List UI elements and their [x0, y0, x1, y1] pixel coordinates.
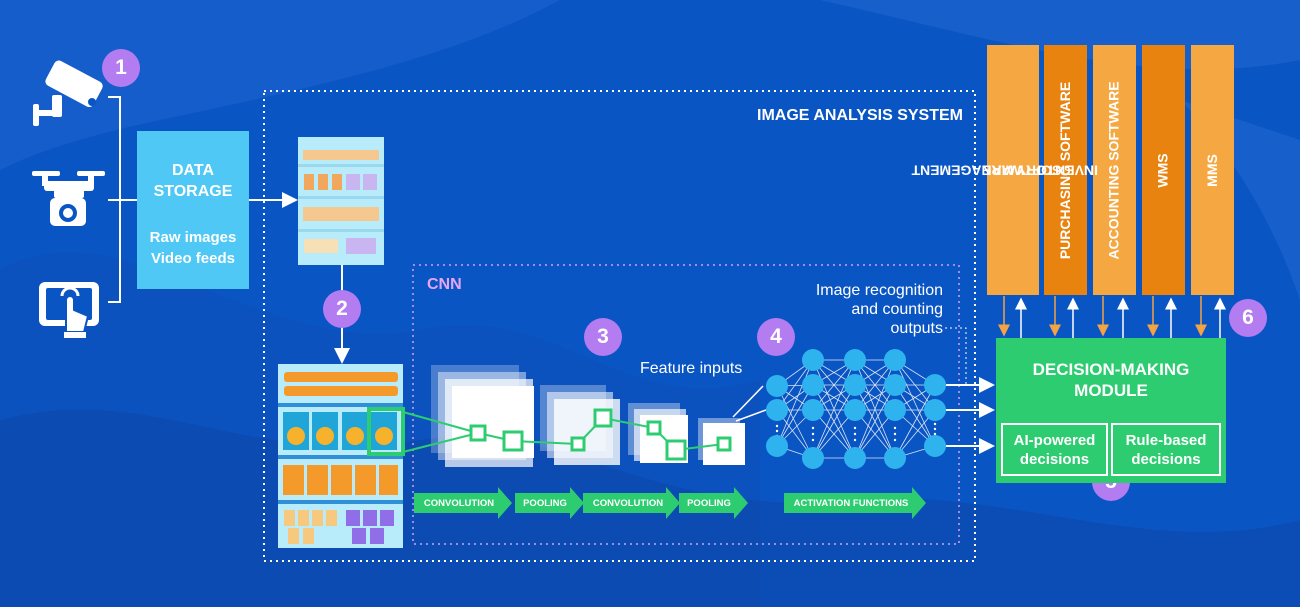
- software-columns: [987, 45, 1234, 295]
- sources-bracket: [108, 96, 137, 303]
- step-badge-4: 4: [757, 318, 795, 356]
- decision-module-title: DECISION-MAKING MODULE: [1032, 360, 1190, 400]
- stage-arrow-shapes: [414, 487, 926, 519]
- drone-icon: [32, 171, 105, 226]
- step-badge-2: 2: [323, 290, 361, 328]
- software-purchasing: PURCHASING SOFTWARE: [1057, 81, 1073, 259]
- stage-convolution-1: CONVOLUTION: [423, 497, 495, 509]
- shelf-large: [278, 364, 405, 548]
- software-mms: MMS: [1203, 153, 1220, 187]
- stage-pooling-2: POOLING: [687, 497, 731, 509]
- feature-input-lines: [732, 385, 767, 422]
- step-badge-3: 3: [584, 318, 622, 356]
- shelf-small: [298, 137, 384, 265]
- software-wms: WMS: [1155, 152, 1171, 188]
- security-camera-icon: [33, 60, 103, 126]
- cnn-frame: [412, 264, 960, 545]
- software-accounting: ACCOUNTING SOFTWARE: [1106, 80, 1123, 260]
- stage-pooling-1: POOLING: [523, 497, 567, 509]
- recognition-outputs-label: Image recognition and counting outputs: [815, 282, 943, 337]
- software-arrows: [998, 296, 1226, 338]
- data-storage-box: DATA STORAGE Raw images Video feeds: [137, 131, 249, 289]
- outputs-leader: [945, 327, 967, 384]
- output-arrows: [946, 377, 995, 454]
- cnn-title: CNN: [427, 276, 462, 293]
- image-analysis-system-frame: [263, 90, 976, 562]
- stage-activation-functions: ACTIVATION FUNCTIONS: [793, 497, 909, 509]
- network-nodes: [766, 349, 946, 469]
- data-storage-title: DATA STORAGE: [153, 162, 233, 200]
- step-badge-6: 6: [1229, 299, 1267, 337]
- image-analysis-system-title: IMAGE ANALYSIS SYSTEM: [757, 107, 963, 124]
- stage-convolution-2: CONVOLUTION: [592, 497, 664, 509]
- data-storage-contents: Raw images Video feeds: [149, 229, 237, 267]
- step-badge-1: 1: [102, 49, 140, 87]
- touch-tablet-icon: [39, 282, 99, 338]
- receptive-field-boxes: [469, 408, 732, 461]
- feature-inputs-label: Feature inputs: [640, 360, 743, 377]
